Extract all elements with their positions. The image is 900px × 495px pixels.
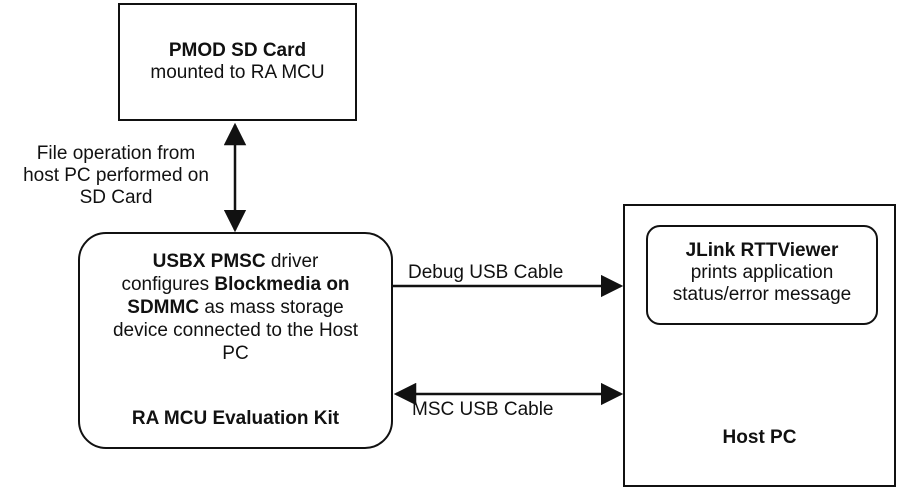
sdmmc-label: SDMMC	[127, 297, 200, 318]
usbx-pmsc-label: USBX PMSC	[152, 251, 266, 272]
host-pc-box: JLink RTTViewer prints application statu…	[623, 204, 896, 487]
mcu-kit-title: RA MCU Evaluation Kit	[131, 408, 340, 429]
sd-card-box: PMOD SD Card mounted to RA MCU	[118, 3, 357, 121]
rtt-viewer-box: JLink RTTViewer prints application statu…	[646, 225, 878, 325]
sd-card-title: PMOD SD Card	[168, 40, 307, 61]
mcu-evaluation-kit-box: USBX PMSC driver configures Blockmedia o…	[78, 232, 393, 449]
rtt-viewer-title: JLink RTTViewer	[685, 240, 839, 261]
sd-card-subtitle: mounted to RA MCU	[150, 62, 325, 83]
msc-usb-cable-label: MSC USB Cable	[412, 399, 554, 420]
debug-usb-cable-label: Debug USB Cable	[408, 262, 564, 283]
host-pc-label: Host PC	[722, 427, 797, 448]
blockmedia-label: Blockmedia on	[214, 274, 350, 295]
file-operation-label: File operation from host PC performed on…	[23, 143, 209, 208]
